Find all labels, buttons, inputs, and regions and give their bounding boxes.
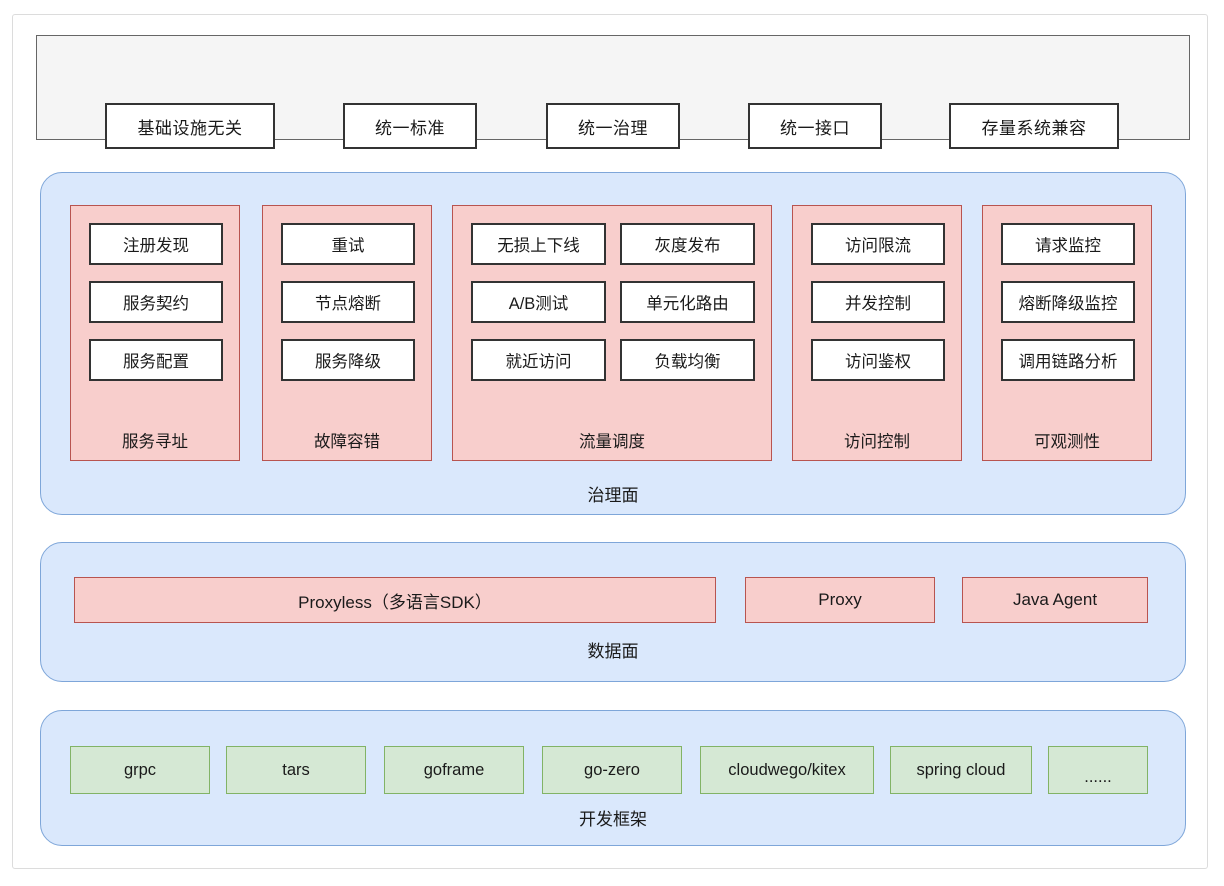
governance-capability-label: 服务配置 — [123, 353, 189, 371]
governance-capability-label: 调用链路分析 — [1018, 353, 1118, 371]
data-plane-label: 数据面 — [587, 642, 639, 661]
principle-label: 统一标准 — [375, 118, 445, 138]
principle-label: 统一接口 — [780, 118, 850, 138]
governance-capability-label: 就近访问 — [505, 353, 572, 371]
governance-capability: 注册发现 — [89, 223, 223, 265]
governance-group-label: 访问控制 — [844, 433, 910, 451]
data-plane-item-label: Proxyless（多语言SDK） — [298, 592, 492, 612]
framework-item: spring cloud — [890, 746, 1032, 794]
governance-capability: 就近访问 — [471, 339, 606, 381]
governance-capability-label: 单元化路由 — [646, 295, 729, 313]
governance-capability-label: 熔断降级监控 — [1018, 295, 1118, 313]
governance-group: 注册发现服务契约服务配置服务寻址 — [70, 205, 240, 461]
governance-capability: 无损上下线 — [471, 223, 606, 265]
governance-capability-label: 访问鉴权 — [845, 353, 911, 371]
governance-capability-label: 访问限流 — [845, 237, 911, 255]
principle-box: 统一治理 — [546, 103, 680, 149]
data-plane-item-label: Java Agent — [1012, 590, 1098, 609]
framework-item: tars — [226, 746, 366, 794]
governance-capability-label: 注册发现 — [123, 237, 189, 255]
governance-group: 无损上下线 灰度发布 A/B测试 单元化路由就近访问 负载均衡流量调度 — [452, 205, 772, 461]
governance-capability: 服务契约 — [89, 281, 223, 323]
governance-capability: 熔断降级监控 — [1001, 281, 1135, 323]
framework-item-label: spring cloud — [916, 760, 1006, 779]
governance-group: 重试节点熔断服务降级故障容错 — [262, 205, 432, 461]
governance-capability: 服务配置 — [89, 339, 223, 381]
governance-group: 请求监控熔断降级监控调用链路分析可观测性 — [982, 205, 1152, 461]
principle-box: 存量系统兼容 — [949, 103, 1119, 149]
data-plane-item: Proxyless（多语言SDK） — [74, 577, 716, 623]
governance-capability-label: 无损上下线 — [497, 237, 580, 255]
framework-item-label: tars — [282, 760, 310, 779]
data-plane-item-label: Proxy — [818, 590, 862, 609]
framework-item-label: goframe — [423, 760, 485, 779]
governance-group-label: 故障容错 — [314, 433, 380, 451]
governance-capability: 负载均衡 — [620, 339, 755, 381]
governance-capability: 服务降级 — [281, 339, 415, 381]
data-plane-item: Java Agent — [962, 577, 1148, 623]
governance-capability: 重试 — [281, 223, 415, 265]
governance-plane-label: 治理面 — [587, 486, 639, 505]
framework-item: go-zero — [542, 746, 682, 794]
governance-group: 访问限流并发控制访问鉴权访问控制 — [792, 205, 962, 461]
framework-item: ...... — [1048, 746, 1148, 794]
framework-item: grpc — [70, 746, 210, 794]
governance-capability-label: 重试 — [331, 237, 365, 255]
governance-capability-label: 服务契约 — [123, 295, 189, 313]
governance-capability-label: 并发控制 — [845, 295, 911, 313]
governance-capability: 访问限流 — [811, 223, 945, 265]
principle-box: 统一接口 — [748, 103, 882, 149]
data-plane-item: Proxy — [745, 577, 935, 623]
framework-item-label: cloudwego/kitex — [728, 760, 846, 779]
governance-capability-label: 节点熔断 — [315, 295, 381, 313]
framework-plane-label: 开发框架 — [579, 810, 647, 829]
governance-capability: 并发控制 — [811, 281, 945, 323]
governance-capability-label: 服务降级 — [315, 353, 381, 371]
governance-capability: 调用链路分析 — [1001, 339, 1135, 381]
framework-item: goframe — [384, 746, 524, 794]
framework-item-label: ...... — [1084, 768, 1112, 786]
framework-item-label: grpc — [123, 760, 157, 779]
principle-box: 统一标准 — [343, 103, 477, 149]
governance-capability: 单元化路由 — [620, 281, 755, 323]
framework-item-label: go-zero — [584, 760, 640, 779]
governance-capability-label: 灰度发布 — [654, 237, 721, 255]
governance-capability-label: 请求监控 — [1035, 237, 1101, 255]
framework-item: cloudwego/kitex — [700, 746, 874, 794]
governance-capability: 节点熔断 — [281, 281, 415, 323]
principles-band: 基础设施无关 统一标准 统一治理 统一接口 存量系统兼容 — [36, 35, 1190, 149]
governance-group-label: 服务寻址 — [122, 433, 188, 451]
principle-label: 统一治理 — [578, 118, 648, 138]
principle-label: 基础设施无关 — [137, 118, 243, 138]
principle-label: 存量系统兼容 — [981, 118, 1087, 138]
governance-group-label: 可观测性 — [1034, 433, 1100, 451]
governance-capability-label: 负载均衡 — [654, 353, 721, 371]
governance-capability: 请求监控 — [1001, 223, 1135, 265]
governance-capability: 灰度发布 — [620, 223, 755, 265]
governance-group-label: 流量调度 — [579, 433, 645, 451]
governance-capability: 访问鉴权 — [811, 339, 945, 381]
principle-box: 基础设施无关 — [105, 103, 275, 149]
governance-capability-label: A/B测试 — [508, 295, 569, 313]
governance-capability: A/B测试 — [471, 281, 606, 323]
